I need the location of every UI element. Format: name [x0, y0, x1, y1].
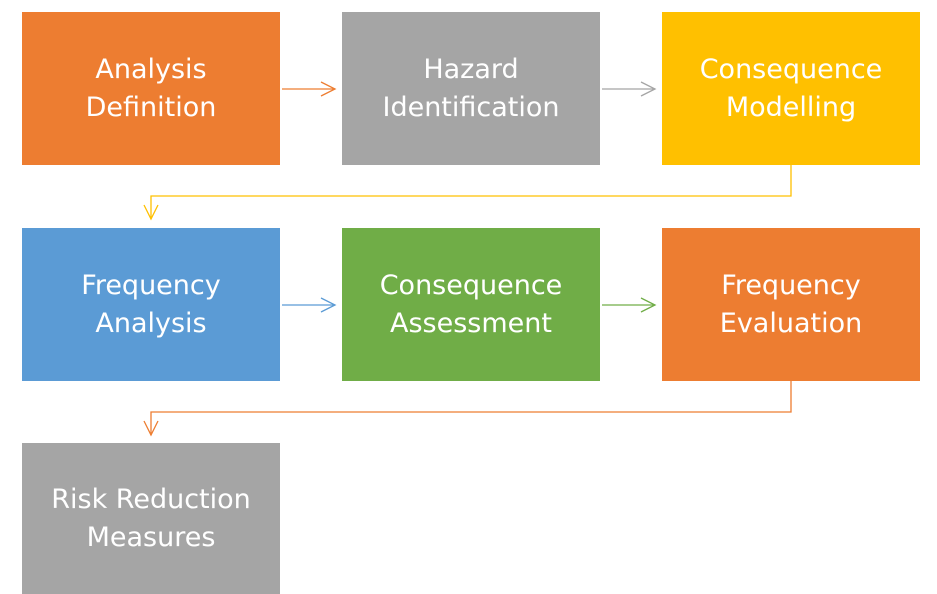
- arrow-6-to-7: [143, 381, 792, 437]
- arrow-3-to-4: [143, 165, 792, 221]
- step-analysis-definition: Analysis Definition: [22, 12, 280, 165]
- step-frequency-evaluation: Frequency Evaluation: [662, 228, 920, 381]
- arrow-5-to-6: [602, 297, 657, 313]
- arrow-1-to-2: [282, 81, 337, 97]
- step-hazard-identification: Hazard Identification: [342, 12, 600, 165]
- arrow-4-to-5: [282, 297, 337, 313]
- step-consequence-modelling: Consequence Modelling: [662, 12, 920, 165]
- step-frequency-analysis: Frequency Analysis: [22, 228, 280, 381]
- arrow-2-to-3: [602, 81, 657, 97]
- step-consequence-assessment: Consequence Assessment: [342, 228, 600, 381]
- step-risk-reduction-measures: Risk Reduction Measures: [22, 443, 280, 594]
